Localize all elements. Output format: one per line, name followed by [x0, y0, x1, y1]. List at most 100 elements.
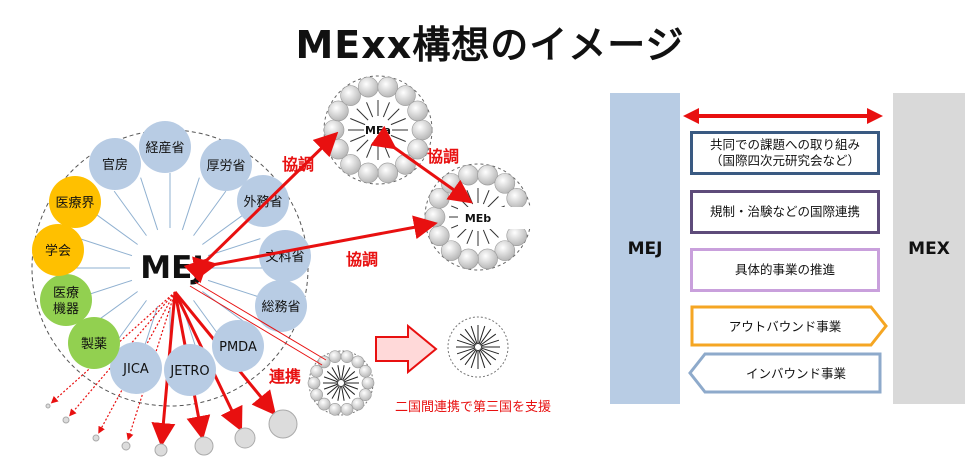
- target-spoke: [480, 339, 500, 347]
- ring-node-circle: [139, 121, 191, 173]
- third-country-circles: [45, 403, 298, 457]
- mea-spoke: [387, 108, 400, 121]
- renkei-spoke: [342, 371, 356, 382]
- inbound-label: インバウンド事業: [746, 366, 847, 381]
- pearl-bead: [428, 225, 450, 246]
- renkei-beads: [307, 350, 375, 416]
- ring-node-circle: [89, 138, 141, 190]
- mea-spoke: [366, 102, 374, 118]
- arrow-mej-meb: [192, 215, 438, 281]
- meb-spoke: [482, 229, 490, 244]
- third-country-circle: [45, 403, 51, 409]
- renkei-link-line-1: [189, 285, 323, 366]
- pearl-bead: [395, 85, 416, 106]
- target-spoke: [479, 328, 492, 345]
- ring-node: PMDA: [212, 320, 264, 372]
- ring-node-circle: [40, 274, 92, 326]
- mej-spoke: [92, 211, 138, 245]
- mea-label: MEa: [365, 124, 391, 137]
- inbound-arrow-box: インバウンド事業: [688, 352, 882, 394]
- renkei-spoke: [331, 385, 340, 399]
- mea-spoke: [382, 102, 390, 118]
- target-spoke: [459, 348, 476, 361]
- pearl-bead: [377, 76, 399, 98]
- target-spoke: [480, 348, 497, 361]
- ring-node-circle: [49, 176, 101, 228]
- kyocho-label-1: 協調: [282, 155, 314, 174]
- mej-spoke: [113, 300, 147, 346]
- target-spoke: [470, 325, 478, 345]
- pearl-bead: [317, 397, 331, 411]
- ring-node-label: 製薬: [81, 337, 107, 352]
- third-country-circle: [234, 427, 256, 449]
- ring-node-label: 医療界: [55, 196, 94, 211]
- ring-node-circle: [212, 320, 264, 372]
- ring-node: 製薬: [68, 317, 120, 369]
- mea-spoke: [356, 139, 369, 152]
- pearl-bead: [328, 138, 349, 160]
- pearl-bead: [317, 355, 331, 369]
- pearl-bead: [328, 100, 349, 122]
- renkei-spoke: [342, 385, 351, 399]
- page-title: MExx構想のイメージ: [295, 23, 685, 67]
- target-spoke: [479, 349, 492, 366]
- renkei-spoke: [343, 383, 359, 390]
- target-cluster: [447, 316, 509, 378]
- renkei-spoke: [326, 384, 340, 395]
- target-spoke: [480, 347, 500, 355]
- ring-node-circle: [255, 280, 307, 332]
- pearl-bead: [351, 397, 365, 411]
- target-cluster-outline: [447, 316, 509, 378]
- ring-node: 医療界: [49, 176, 101, 228]
- ring-node-label: JETRO: [169, 364, 209, 379]
- pearl-bead: [395, 154, 416, 175]
- pearl-bead: [411, 119, 433, 141]
- third-country-circle: [121, 441, 131, 451]
- pearl-bead: [477, 248, 498, 270]
- pearl-bead: [494, 173, 516, 194]
- ring-node-label: PMDA: [219, 340, 257, 355]
- meb-spoke: [487, 196, 499, 208]
- ring-node-circle: [110, 342, 162, 394]
- renkei-spoke: [342, 367, 351, 381]
- renkei-spoke: [323, 383, 339, 390]
- ring-node-label: 厚労省: [206, 159, 245, 174]
- pearl-bead: [458, 164, 479, 186]
- support-caption: 二国間連携で第三国を支援: [395, 399, 551, 415]
- meb-label-bg: [458, 207, 534, 229]
- renkei-spoke: [341, 365, 345, 381]
- renkei-spoke: [343, 376, 359, 383]
- target-spoke: [456, 347, 476, 355]
- third-country-circle: [154, 443, 168, 457]
- third-country-circle: [62, 416, 70, 424]
- kyocho-label-3: 協調: [346, 250, 378, 269]
- pearl-bead: [340, 350, 354, 363]
- ring-node: 官房: [89, 138, 141, 190]
- renkei-spoke: [331, 367, 340, 381]
- meb-label: MEb: [465, 212, 491, 225]
- renkei-spoke: [337, 385, 341, 401]
- mej-spoke: [113, 190, 147, 236]
- target-spoke: [464, 349, 477, 366]
- renkei-spoke: [341, 385, 345, 401]
- pearl-bead: [328, 350, 342, 363]
- ring-node-label: 学会: [45, 243, 71, 259]
- arrow-mea-meb: [370, 125, 473, 204]
- target-spoke: [480, 333, 497, 346]
- ring-node-circle: [164, 344, 216, 396]
- pearl-bead: [458, 248, 479, 270]
- pearl-bead: [359, 364, 372, 378]
- mej-center-label: MEJ: [140, 250, 204, 286]
- mea-spoke: [350, 134, 366, 142]
- mej-spoke: [193, 190, 227, 236]
- ring-node-label: 総務省: [261, 300, 300, 315]
- mea-cluster: MEa: [323, 75, 433, 185]
- renkei-spoke: [337, 365, 341, 381]
- support-block-arrow: [375, 323, 438, 375]
- projects-box: 具体的事業の推進: [690, 248, 880, 292]
- pearl-bead: [477, 164, 498, 186]
- renkei-spoke: [323, 376, 339, 383]
- pearl-bead: [377, 162, 399, 184]
